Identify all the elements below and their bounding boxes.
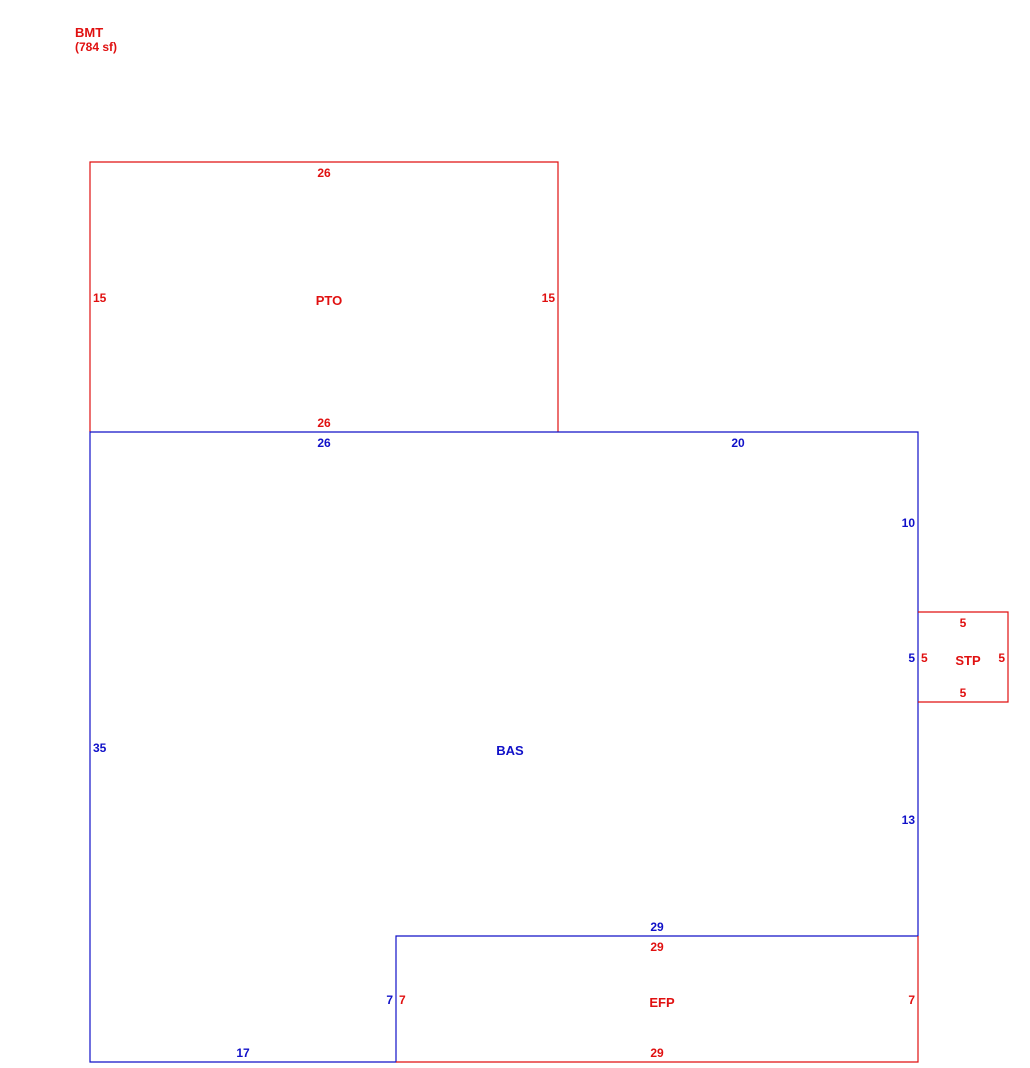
- stp-dim-bottom: 5: [960, 686, 967, 700]
- efp-dim-top: 29: [650, 940, 664, 954]
- bas-dim-top-left: 26: [317, 436, 331, 450]
- stp-outline: [918, 611, 1009, 703]
- pto-dim-bottom: 26: [317, 416, 331, 430]
- bas-dim-top-right: 20: [731, 436, 745, 450]
- bas-name: BAS: [496, 743, 524, 758]
- stp-name: STP: [955, 653, 981, 668]
- stp-dim-left: 5: [921, 651, 928, 665]
- stp-dim-right: 5: [998, 651, 1005, 665]
- bas-dim-right-lower: 13: [902, 813, 916, 827]
- bas-outline: [89, 431, 919, 1063]
- stp-dim-top: 5: [960, 616, 967, 630]
- efp-dim-bottom: 29: [650, 1046, 664, 1060]
- header-name: BMT: [75, 25, 103, 40]
- pto-outline: [89, 161, 559, 432]
- pto-dim-right: 15: [542, 291, 556, 305]
- efp-dim-left: 7: [399, 993, 406, 1007]
- bas-dim-bottom: 17: [236, 1046, 250, 1060]
- bas-dim-right-mid: 5: [908, 651, 915, 665]
- pto-dim-top: 26: [317, 166, 331, 180]
- pto-name: PTO: [316, 293, 343, 308]
- pto-dim-left: 15: [93, 291, 107, 305]
- bas-dim-left: 35: [93, 741, 107, 755]
- header-area: (784 sf): [75, 40, 117, 54]
- bas-dim-inner-left: 7: [386, 993, 393, 1007]
- bas-dim-inner-top: 29: [650, 920, 664, 934]
- efp-outline: [396, 936, 919, 1063]
- efp-dim-right: 7: [908, 993, 915, 1007]
- bas-dim-right-upper: 10: [902, 516, 916, 530]
- efp-name: EFP: [649, 995, 675, 1010]
